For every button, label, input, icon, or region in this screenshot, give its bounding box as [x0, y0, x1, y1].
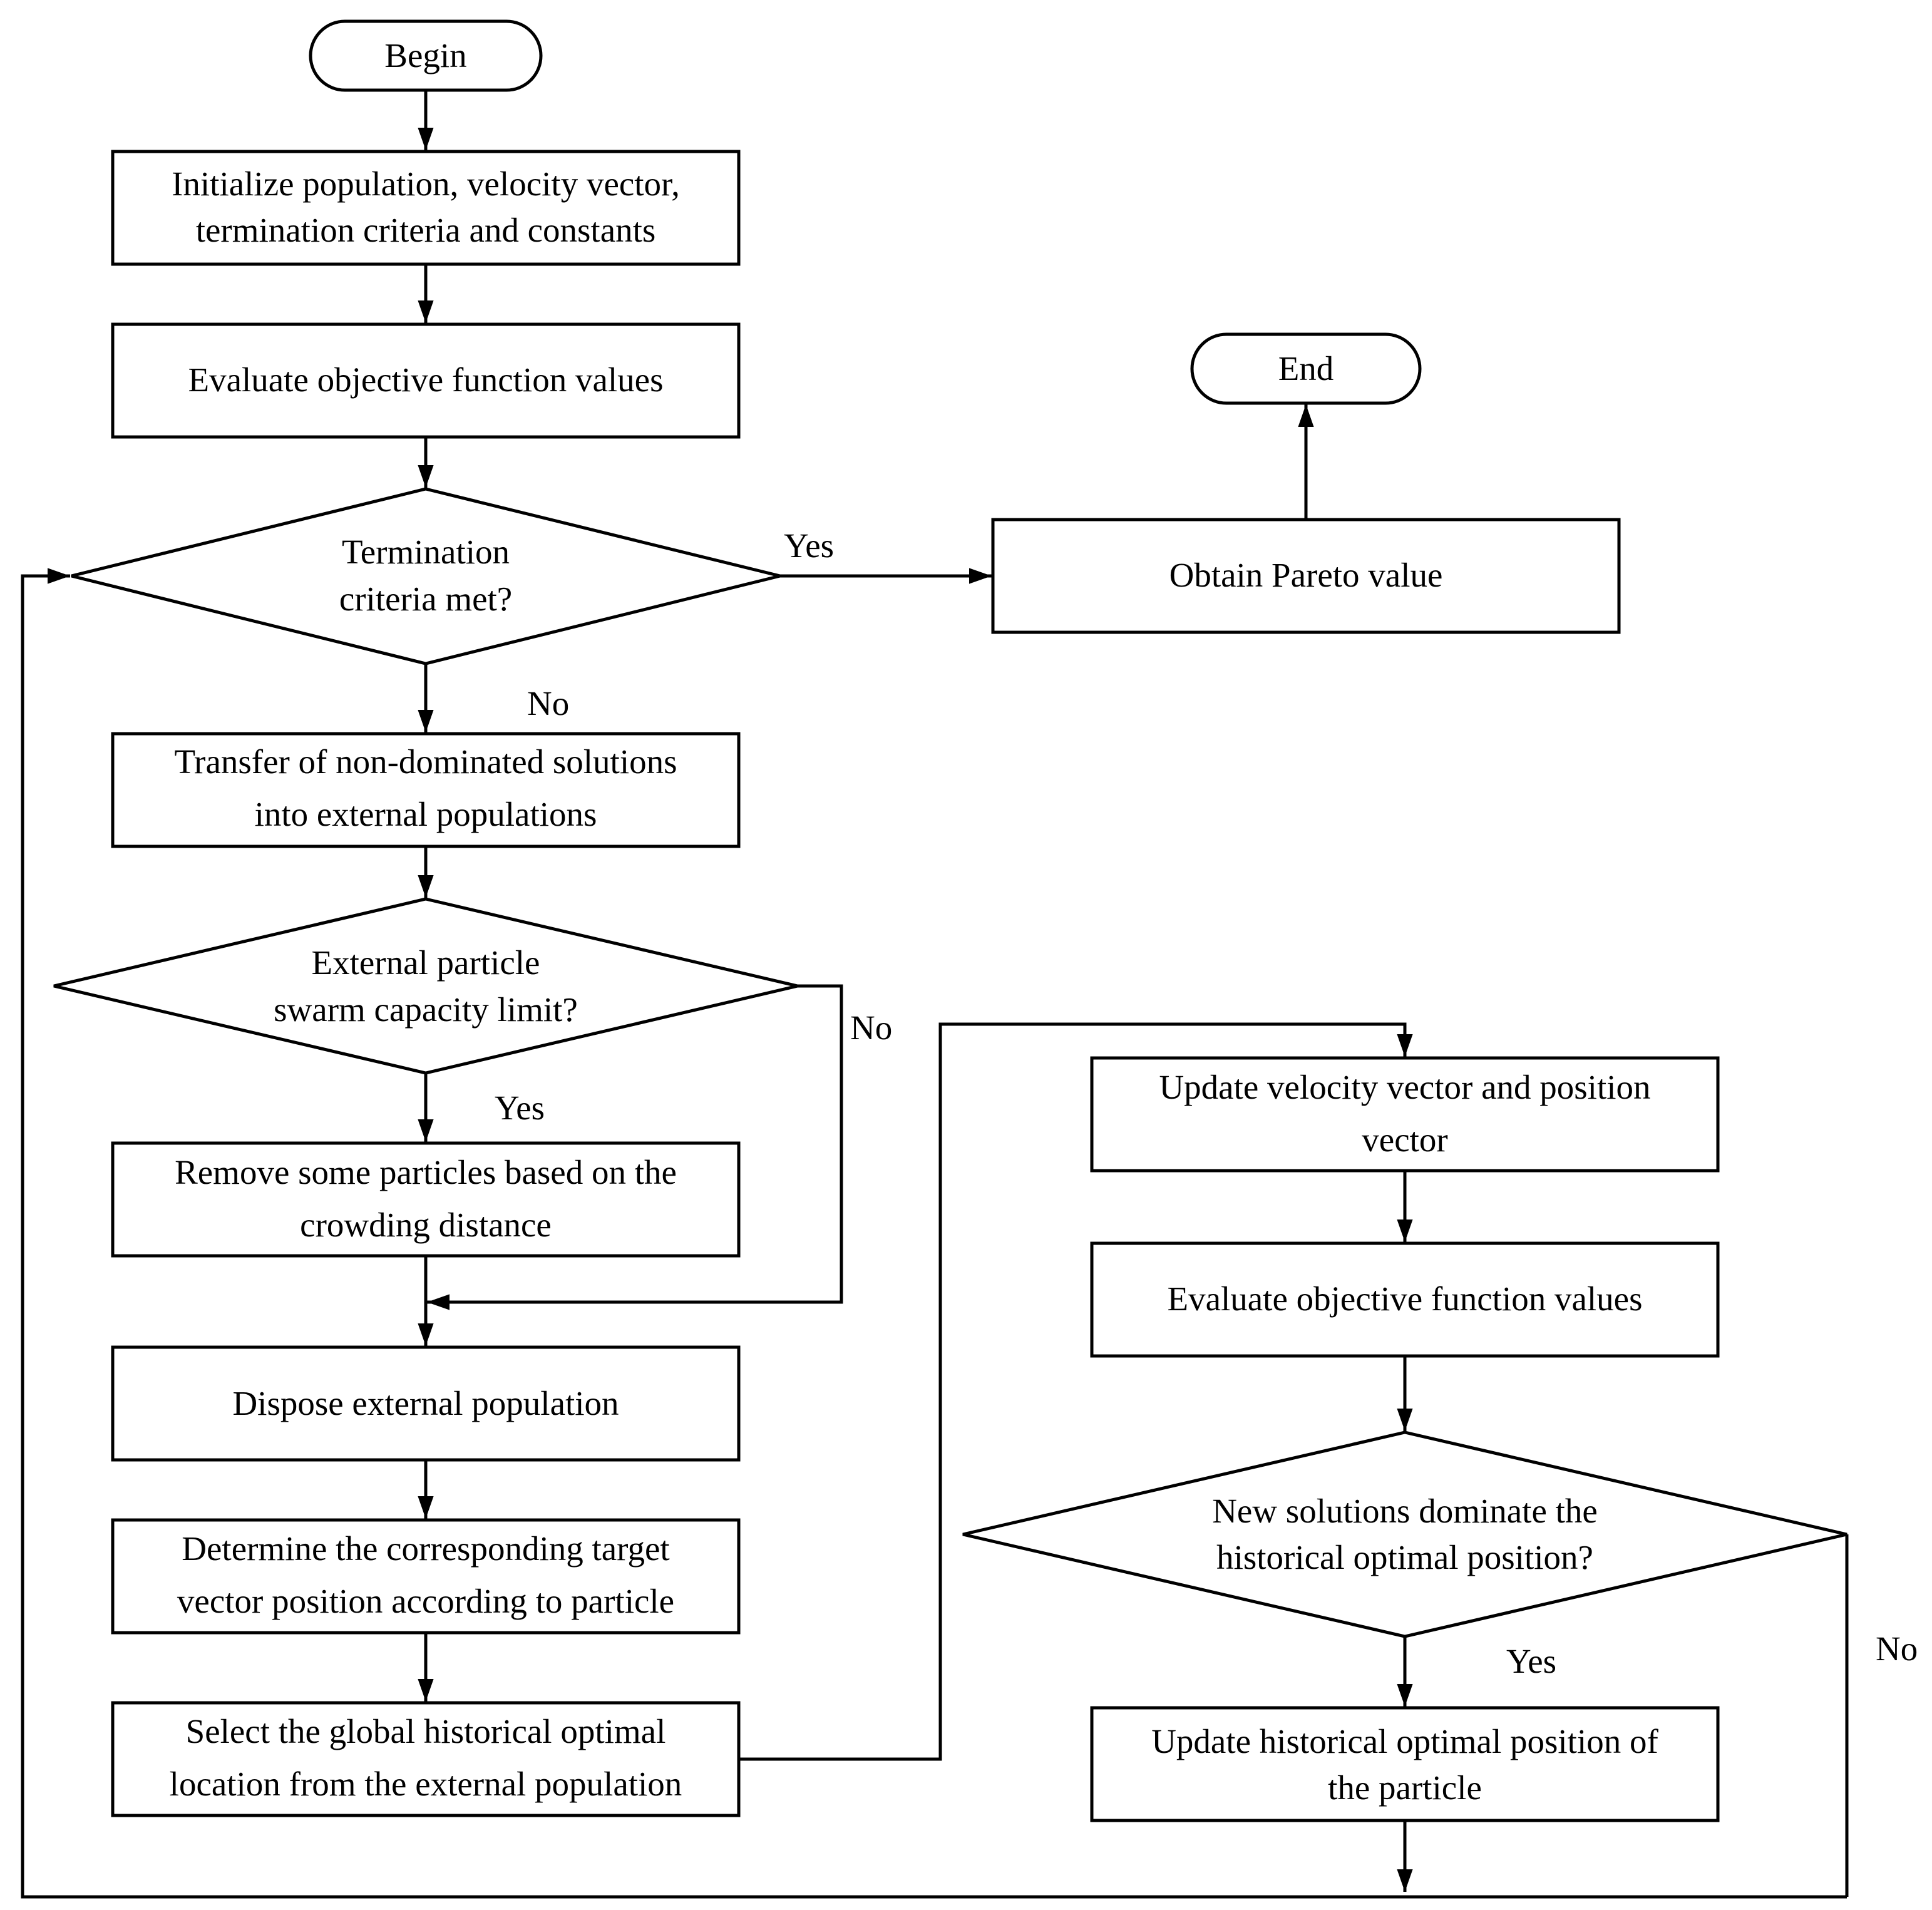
determine-label-line1: Determine the corresponding target — [182, 1529, 669, 1568]
termination-no-label: No — [527, 684, 569, 722]
determine-label-line2: vector position according to particle — [177, 1582, 674, 1620]
update-historical-label-line2: the particle — [1328, 1769, 1482, 1807]
obtain-pareto-label: Obtain Pareto value — [1169, 556, 1443, 594]
begin-label: Begin — [384, 36, 466, 74]
determine-box — [111, 1518, 741, 1635]
update-velocity-label-line1: Update velocity vector and position — [1159, 1068, 1650, 1106]
arrow-loop-back-to-termination — [21, 568, 1847, 1899]
termination-decision — [71, 487, 781, 665]
capacity-label-line2: swarm capacity limit? — [274, 990, 578, 1029]
transfer-box — [111, 732, 741, 848]
evaluate-right-label: Evaluate objective function values — [1167, 1280, 1642, 1318]
select-global-box — [111, 1701, 741, 1817]
dominate-no-label: No — [1876, 1630, 1918, 1668]
remove-label-line2: crowding distance — [300, 1206, 552, 1244]
evaluate-left-label: Evaluate objective function values — [188, 361, 663, 399]
dominate-decision — [962, 1430, 1847, 1638]
dominate-label-line2: historical optimal position? — [1216, 1538, 1593, 1576]
update-velocity-label-line2: vector — [1362, 1121, 1447, 1159]
transfer-label-line1: Transfer of non-dominated solutions — [174, 742, 677, 781]
initialize-box — [111, 150, 741, 266]
dispose-label: Dispose external population — [232, 1384, 619, 1422]
evaluate-left-box — [111, 322, 741, 439]
remove-label-line1: Remove some particles based on the — [175, 1153, 677, 1191]
select-global-label-line1: Select the global historical optimal — [186, 1712, 666, 1750]
update-historical-box — [1090, 1706, 1720, 1822]
capacity-decision — [53, 897, 798, 1075]
capacity-yes-label: Yes — [495, 1089, 545, 1127]
termination-label-line1: Termination — [342, 533, 510, 571]
end-label: End — [1278, 349, 1334, 388]
obtain-pareto-box — [991, 518, 1621, 634]
update-historical-label-line1: Update historical optimal position of — [1151, 1722, 1658, 1760]
termination-label-line2: criteria met? — [339, 580, 512, 618]
initialize-label-line2: termination criteria and constants — [196, 211, 656, 249]
connectors — [21, 90, 1849, 1899]
dispose-box — [111, 1345, 741, 1462]
end-terminator — [1190, 332, 1422, 405]
capacity-no-label: No — [850, 1009, 892, 1047]
dominate-yes-label: Yes — [1506, 1642, 1556, 1680]
dominate-label-line1: New solutions dominate the — [1212, 1492, 1598, 1530]
termination-yes-label: Yes — [784, 526, 834, 565]
initialize-label-line1: Initialize population, velocity vector, — [172, 165, 680, 203]
select-global-label-line2: location from the external population — [170, 1765, 682, 1803]
capacity-label-line1: External particle — [312, 943, 540, 982]
transfer-label-line2: into external populations — [255, 795, 597, 833]
arrow-capacity-no-to-merge — [427, 984, 843, 1310]
arrow-select-to-update-velocity — [739, 1022, 1413, 1761]
remove-box — [111, 1141, 741, 1258]
evaluate-right-box — [1090, 1241, 1720, 1358]
